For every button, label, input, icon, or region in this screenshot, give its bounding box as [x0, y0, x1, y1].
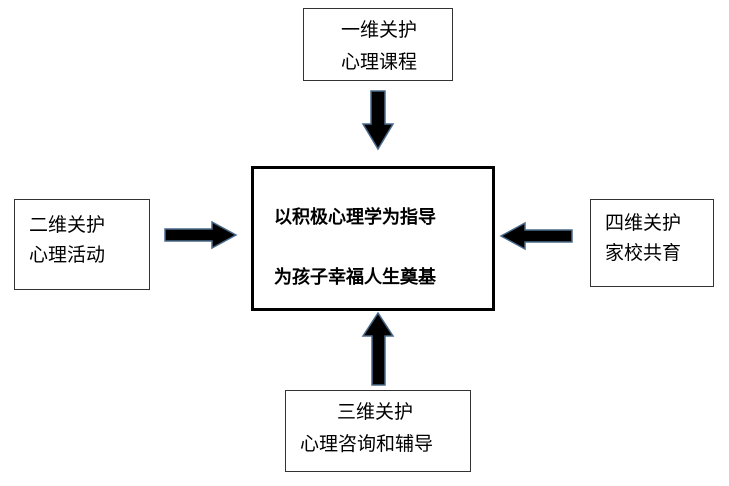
bottom-dimension-item: 心理咨询和辅导 [300, 433, 434, 455]
top-dimension-item: 心理课程 [341, 51, 418, 73]
right-dimension-item: 家校共育 [605, 242, 682, 264]
arrow-right-icon [164, 220, 238, 250]
bottom-dimension-title: 三维关护 [337, 401, 414, 423]
left-dimension-item: 心理活动 [29, 244, 106, 266]
right-dimension-title: 四维关护 [605, 212, 682, 234]
left-dimension-title: 二维关护 [29, 214, 106, 236]
arrow-up-icon [361, 311, 395, 386]
left-dimension-box: 二维关护 心理活动 [14, 199, 150, 290]
top-dimension-title: 一维关护 [341, 19, 418, 41]
top-dimension-box: 一维关护 心理课程 [303, 8, 453, 81]
arrow-down-icon [361, 90, 395, 151]
center-goal-box: 以积极心理学为指导 为孩子幸福人生奠基 [251, 166, 495, 311]
center-goal-line-1: 以积极心理学为指导 [274, 207, 436, 228]
center-goal-line-2: 为孩子幸福人生奠基 [274, 267, 436, 288]
arrow-left-icon [499, 221, 573, 251]
right-dimension-box: 四维关护 家校共育 [590, 199, 714, 287]
bottom-dimension-box: 三维关护 心理咨询和辅导 [285, 390, 471, 472]
